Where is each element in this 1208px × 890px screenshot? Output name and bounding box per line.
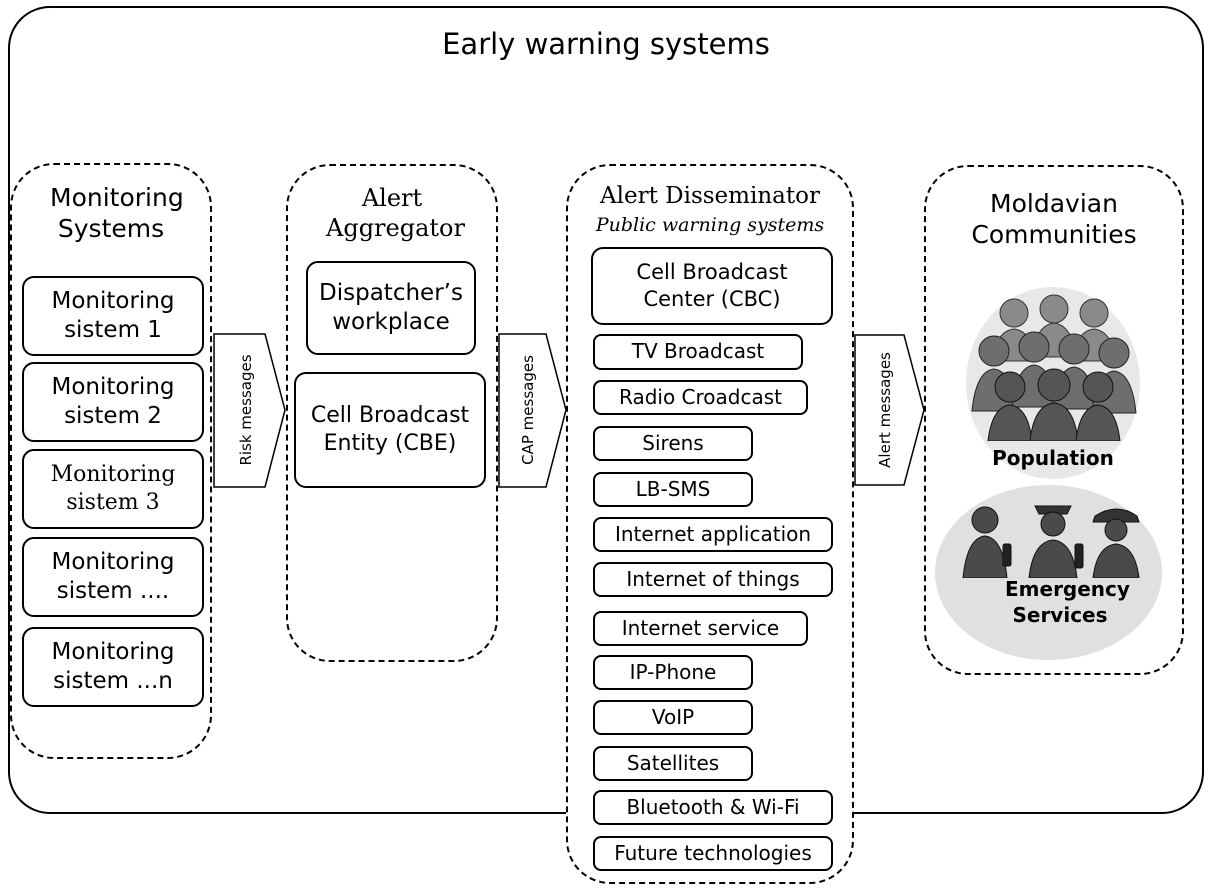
dispatchers-workplace-box: Dispatcher’s workplace — [306, 261, 476, 355]
alert-disseminator-subtitle: Public warning systems — [595, 214, 825, 236]
dissem-satellites: Satellites — [593, 746, 753, 781]
monitoring-system-1: Monitoring sistem 1 — [22, 276, 204, 356]
cap-messages-arrow: CAP messages — [498, 333, 567, 488]
monitoring-systems-title-text: Monitoring Systems — [50, 183, 184, 244]
alert-aggregator-title: Alert Aggregator — [286, 183, 498, 243]
cap-messages-label: CAP messages — [519, 355, 537, 465]
risk-messages-arrow: Risk messages — [213, 333, 286, 488]
moldavian-communities-title-text: Moldavian Communities — [971, 189, 1137, 250]
alert-aggregator-title-text: Alert Aggregator — [326, 184, 465, 242]
dissem-sirens: Sirens — [593, 426, 753, 461]
dissem-voip: VoIP — [593, 700, 753, 735]
diagram-title: Early warning systems — [442, 27, 770, 61]
dissem-cbc: Cell Broadcast Center (CBC) — [591, 247, 833, 325]
population-label: Population — [992, 446, 1114, 470]
risk-messages-label: Risk messages — [237, 354, 255, 465]
dissem-bluetooth-wifi: Bluetooth & Wi-Fi — [593, 790, 833, 825]
dissem-internet-of-things: Internet of things — [593, 562, 833, 597]
monitoring-system-2: Monitoring sistem 2 — [22, 362, 204, 442]
dissem-future-technologies: Future technologies — [593, 836, 833, 871]
dissem-internet-service: Internet service — [593, 611, 808, 646]
people-group-icon — [966, 291, 1140, 442]
monitoring-systems-title: Monitoring Systems — [10, 182, 212, 245]
emergency-services-label: Emergency Services — [1005, 577, 1130, 627]
moldavian-communities-title: Moldavian Communities — [924, 188, 1184, 251]
dissem-ip-phone: IP-Phone — [593, 655, 753, 690]
dissem-radio-broadcast: Radio Croadcast — [593, 380, 808, 415]
monitoring-system-more: Monitoring sistem .... — [22, 537, 204, 617]
dissem-lb-sms: LB-SMS — [593, 472, 753, 507]
alert-messages-label: Alert messages — [876, 352, 894, 468]
monitoring-system-3: Monitoring sistem 3 — [22, 449, 204, 529]
cell-broadcast-entity-box: Cell Broadcast Entity (CBE) — [294, 372, 486, 488]
alert-messages-arrow: Alert messages — [854, 334, 925, 486]
monitoring-system-n: Monitoring sistem ...n — [22, 627, 204, 707]
emergency-responders-icon — [955, 498, 1145, 579]
alert-disseminator-title: Alert Disseminator — [600, 183, 820, 209]
dissem-internet-application: Internet application — [593, 517, 833, 552]
dissem-tv-broadcast: TV Broadcast — [593, 334, 803, 370]
